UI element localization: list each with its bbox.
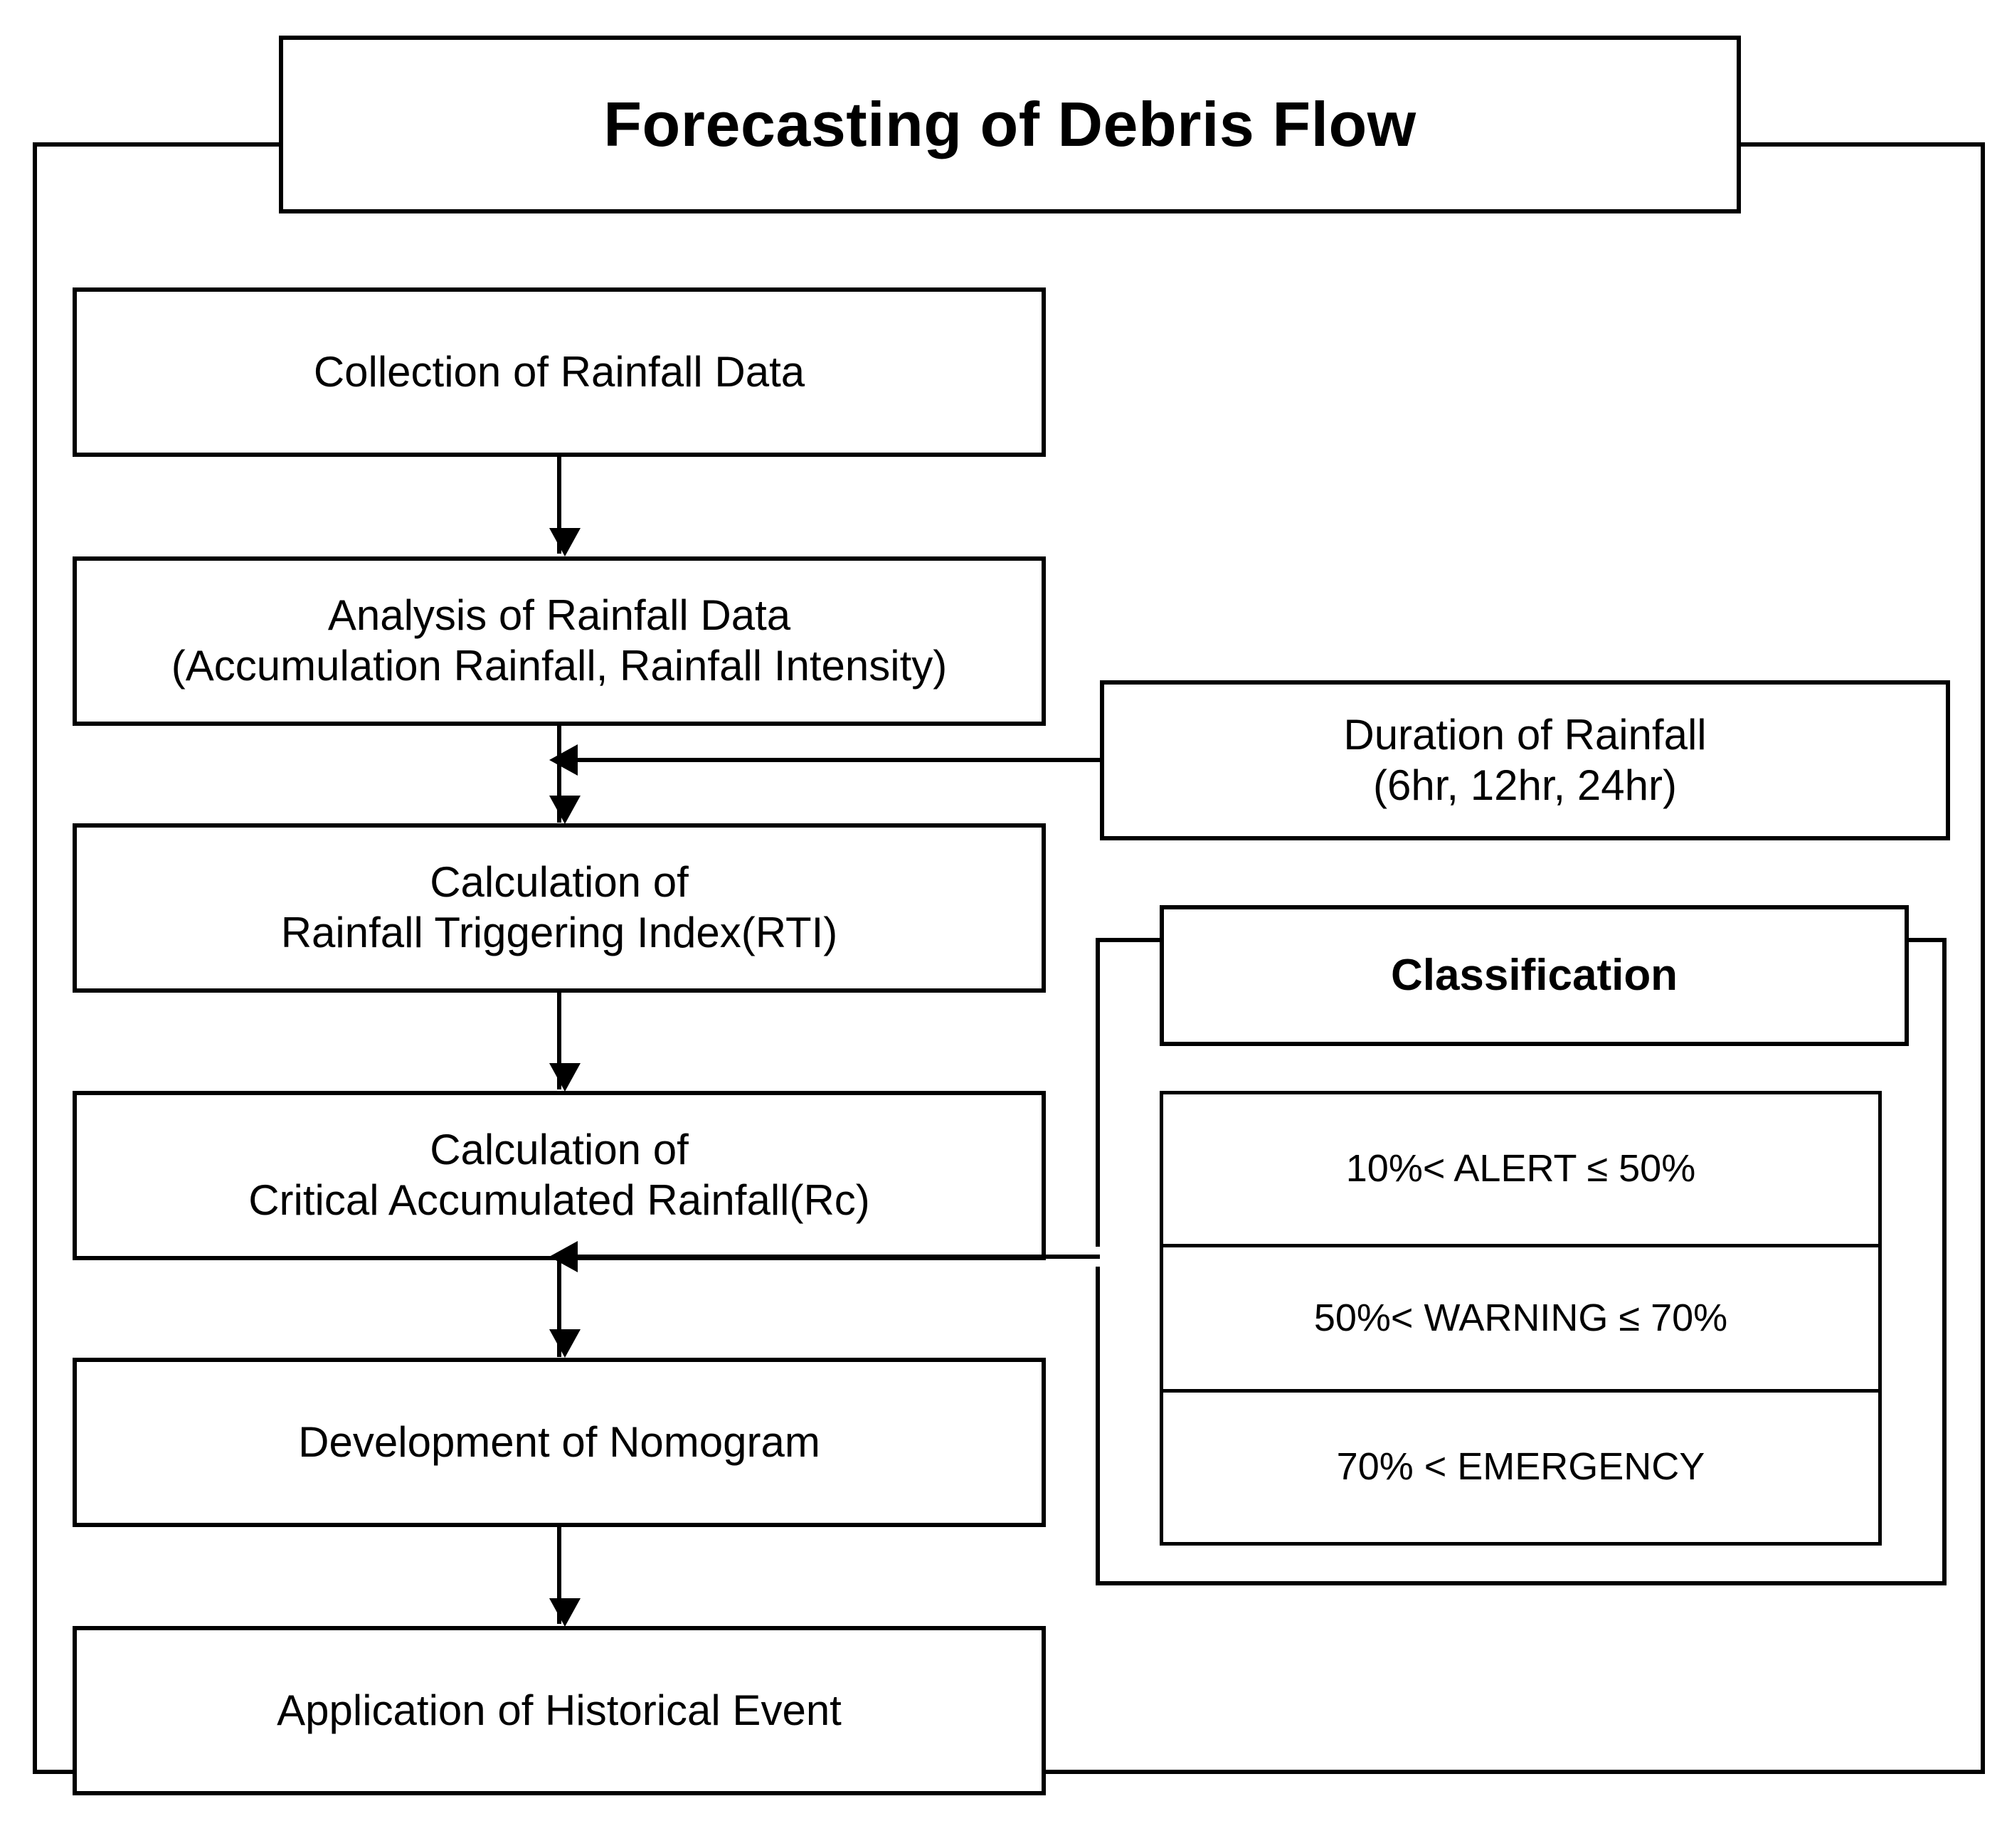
page-title: Forecasting of Debris Flow xyxy=(603,89,1416,160)
classification-row-emergency[interactable]: 70% < EMERGENCY xyxy=(1163,1393,1878,1542)
classification-row-warning[interactable]: 50%< WARNING ≤ 70% xyxy=(1163,1243,1878,1393)
classification-rows-table: 10%< ALERT ≤ 50% 50%< WARNING ≤ 70% 70% … xyxy=(1160,1091,1882,1546)
connector-rc-to-nomogram xyxy=(557,1260,561,1357)
arrowhead-rc-to-nomogram xyxy=(549,1329,581,1358)
step-label-line1: Calculation of xyxy=(430,1126,689,1174)
step-label-line1: Development of Nomogram xyxy=(298,1417,820,1466)
arrowhead-rti-to-rc xyxy=(549,1063,581,1092)
step-box-collection[interactable]: Collection of Rainfall Data xyxy=(73,287,1046,457)
arrowhead-nomogram-to-historical xyxy=(549,1598,581,1627)
diagram-title-box: Forecasting of Debris Flow xyxy=(279,36,1741,213)
classification-row-alert[interactable]: 10%< ALERT ≤ 50% xyxy=(1163,1094,1878,1244)
connector-rti-to-rc xyxy=(557,993,561,1089)
arrowhead-analysis-to-rti xyxy=(549,796,581,824)
side-box-duration-of-rainfall[interactable]: Duration of Rainfall (6hr, 12hr, 24hr) xyxy=(1100,680,1950,840)
connector-classification-to-flow xyxy=(559,1255,1100,1259)
step-box-rti[interactable]: Calculation of Rainfall Triggering Index… xyxy=(73,823,1046,993)
step-box-nomogram[interactable]: Development of Nomogram xyxy=(73,1358,1046,1527)
step-label-line1: Analysis of Rainfall Data xyxy=(327,591,791,640)
step-label-line1: Calculation of xyxy=(430,858,689,907)
step-label-line1: Application of Historical Event xyxy=(277,1686,842,1734)
classification-heading: Classification xyxy=(1390,951,1678,1000)
step-label-line2: Rainfall Triggering Index(RTI) xyxy=(280,909,838,956)
step-box-historical[interactable]: Application of Historical Event xyxy=(73,1626,1046,1795)
step-label-line2: Critical Accumulated Rainfall(Rc) xyxy=(248,1176,870,1224)
step-label-line2: (Accumulation Rainfall, Rainfall Intensi… xyxy=(171,642,948,690)
classification-header-box: Classification xyxy=(1160,905,1909,1046)
classification-row-label: 50%< WARNING ≤ 70% xyxy=(1313,1296,1728,1339)
step-label-line1: Collection of Rainfall Data xyxy=(313,347,805,396)
duration-label-line2: (6hr, 12hr, 24hr) xyxy=(1373,761,1677,809)
connector-nomogram-to-historical xyxy=(557,1527,561,1624)
arrowhead-collection-to-analysis xyxy=(549,528,581,556)
step-box-analysis[interactable]: Analysis of Rainfall Data (Accumulation … xyxy=(73,556,1046,726)
classification-row-label: 10%< ALERT ≤ 50% xyxy=(1345,1146,1696,1190)
duration-label-line1: Duration of Rainfall xyxy=(1343,710,1707,759)
step-box-rc[interactable]: Calculation of Critical Accumulated Rain… xyxy=(73,1091,1046,1260)
connector-collection-to-analysis xyxy=(557,457,561,554)
classification-row-label: 70% < EMERGENCY xyxy=(1336,1445,1705,1489)
arrowhead-duration-to-flow xyxy=(549,744,578,776)
connector-duration-to-flow xyxy=(559,758,1101,762)
arrowhead-classification-to-flow xyxy=(549,1241,578,1272)
